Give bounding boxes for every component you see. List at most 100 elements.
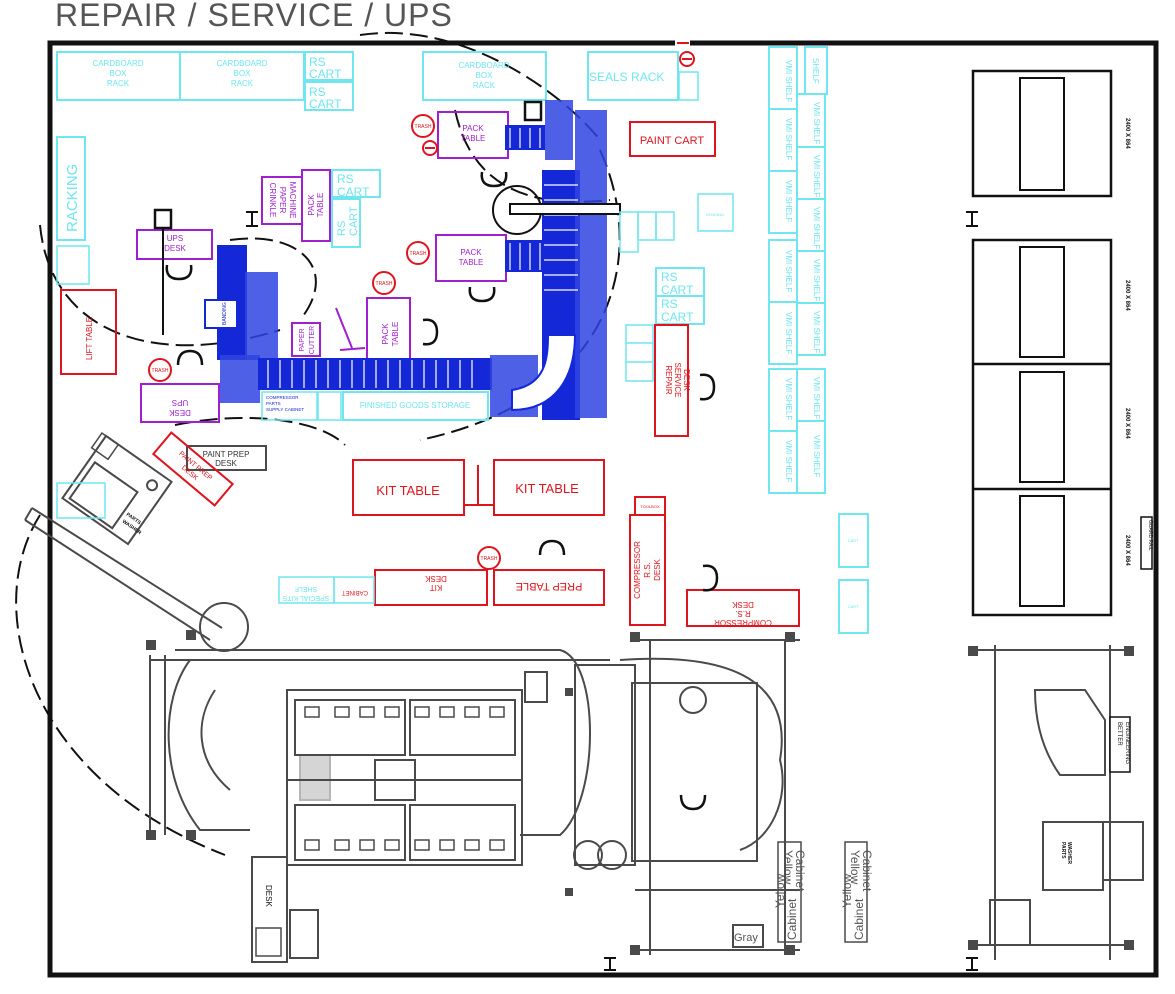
svg-text:RS: RS [661, 297, 678, 311]
svg-text:CRINKLE: CRINKLE [268, 183, 277, 218]
svg-text:CARDBOARD: CARDBOARD [216, 59, 267, 68]
building-wall [47, 40, 1159, 978]
svg-text:SUPPLY CABINET: SUPPLY CABINET [266, 407, 304, 412]
svg-text:CART: CART [309, 67, 342, 81]
svg-text:DESK: DESK [682, 369, 691, 391]
pack-table-left: PACK TABLE [301, 169, 331, 242]
svg-text:CART: CART [848, 604, 859, 609]
paint-prep-desk: PAINT PREP DESK [186, 445, 267, 471]
racking: RACKING [56, 136, 90, 285]
rack-dim-labels: 2400 X 864 2400 X 864 2400 X 864 2400 X … [1124, 118, 1130, 566]
svg-text:RS: RS [309, 85, 326, 99]
parts-washer-right-label: PARTS [1060, 842, 1066, 859]
vmi-shelf-labels: VMI SHELF SHELF VMI SHELF VMI SHELF VMI … [784, 58, 821, 482]
svg-text:CUTTER: CUTTER [309, 326, 316, 354]
svg-text:VMI SHELF: VMI SHELF [812, 435, 821, 477]
svg-text:DESK: DESK [653, 558, 662, 580]
compressor-rs-desk-horizontal: COMPRESSOR R.S. DESK [686, 589, 800, 627]
svg-text:ENGINEERING: ENGINEERING [1124, 722, 1130, 764]
washer-cyan-box [56, 482, 106, 519]
svg-text:R.S.: R.S. [643, 562, 652, 578]
svg-text:Yellow: Yellow [848, 850, 862, 885]
better-engineering: BETTER ENGINEERING [1109, 716, 1131, 773]
repair-service-desk: REPAIR SERVICE DESK [654, 324, 691, 437]
cardboard-rack-1: CARDBOARD BOX RACK [56, 51, 181, 101]
svg-text:TRASH: TRASH [410, 251, 427, 257]
paint-cart: PAINT CART [629, 121, 716, 157]
svg-text:PAINT CART: PAINT CART [640, 135, 704, 147]
svg-text:2400 X 864: 2400 X 864 [1124, 535, 1130, 566]
svg-text:DESK: DESK [164, 244, 186, 253]
svg-text:PAPER: PAPER [299, 328, 306, 351]
svg-text:PAINT PREP: PAINT PREP [203, 450, 250, 459]
desk-lower-left: DESK [255, 885, 282, 957]
svg-text:PACK: PACK [307, 194, 316, 216]
trash-labels: TRASH TRASH TRASH TRASH TRASH [152, 124, 498, 562]
swing-arcs [15, 32, 621, 856]
banding-label: BANDING [222, 302, 228, 325]
svg-text:DESK: DESK [424, 574, 446, 583]
svg-text:Gray: Gray [734, 932, 758, 944]
column-posts [146, 630, 1134, 955]
svg-text:Yellow: Yellow [781, 850, 795, 885]
svg-text:UPS: UPS [172, 398, 188, 407]
svg-text:Cabinet: Cabinet [852, 898, 866, 940]
svg-text:SEALS RACK: SEALS RACK [589, 70, 664, 84]
svg-text:2400 X 864: 2400 X 864 [1124, 408, 1130, 439]
svg-text:CARDBOARD: CARDBOARD [458, 61, 509, 70]
svg-text:KIT TABLE: KIT TABLE [515, 481, 579, 496]
svg-text:PACK: PACK [381, 323, 390, 345]
svg-text:VMI SHELF: VMI SHELF [784, 180, 793, 222]
svg-text:PREP TABLE: PREP TABLE [516, 580, 583, 592]
seals-rack: SEALS RACK [587, 51, 699, 101]
machinery-area [149, 639, 800, 963]
kit-table-right: KIT TABLE [493, 459, 605, 516]
svg-text:DESK: DESK [215, 459, 237, 468]
svg-text:RS: RS [336, 221, 348, 236]
svg-text:TABLE: TABLE [461, 134, 486, 143]
lower-right-frame [975, 645, 1144, 960]
svg-text:TRASH: TRASH [481, 556, 498, 562]
conveyor-stripes [267, 128, 578, 388]
machinery-small-boxes [304, 706, 505, 851]
no-entry-icon-2 [422, 140, 438, 156]
yellow-cabinets: Yellow Cabinet Yellow Cabinet Yellow Cab… [734, 841, 874, 944]
svg-text:BETTER: BETTER [1116, 722, 1122, 746]
svg-text:BOX: BOX [476, 71, 494, 80]
svg-text:TRASH: TRASH [152, 368, 169, 374]
svg-text:CART: CART [337, 185, 370, 199]
svg-text:SHELF: SHELF [295, 585, 318, 592]
no-entry-icon [679, 51, 695, 67]
svg-text:VMI SHELF: VMI SHELF [812, 207, 821, 249]
svg-text:VMI SHELF: VMI SHELF [812, 155, 821, 197]
svg-text:SHELF: SHELF [811, 58, 820, 84]
svg-text:VMI SHELF: VMI SHELF [812, 102, 821, 144]
svg-text:VMI SHELF: VMI SHELF [784, 440, 793, 482]
kit-table-connector [464, 465, 494, 506]
rs-cart-top: RS CART RS CART [304, 51, 354, 111]
svg-text:RS: RS [309, 55, 326, 69]
svg-text:TABLE: TABLE [459, 258, 484, 267]
svg-text:CART: CART [309, 97, 342, 111]
svg-text:VMI SHELF: VMI SHELF [784, 60, 793, 102]
svg-text:CARDBOARD: CARDBOARD [92, 59, 143, 68]
rs-cart-mid: RS CART RS CART [331, 169, 381, 248]
ups-desk-top: UPS DESK [136, 229, 213, 260]
svg-text:KIT TABLE: KIT TABLE [376, 483, 440, 498]
kit-desk: KIT DESK [374, 569, 488, 606]
kit-table-left: KIT TABLE [352, 459, 465, 516]
svg-text:RACK: RACK [473, 81, 496, 90]
svg-text:CART: CART [848, 538, 859, 543]
svg-text:SPECIAL KITS: SPECIAL KITS [282, 594, 329, 601]
banding-station [204, 299, 238, 329]
cardboard-rack-2: CARDBOARD BOX RACK [179, 51, 305, 101]
svg-text:FINISHED GOODS STORAGE: FINISHED GOODS STORAGE [360, 401, 471, 410]
svg-text:VMI SHELF: VMI SHELF [812, 311, 821, 353]
svg-text:R.S.: R.S. [735, 609, 751, 618]
svg-text:VMI SHELF: VMI SHELF [784, 118, 793, 160]
svg-text:CART: CART [661, 283, 694, 297]
svg-text:Cabinet: Cabinet [785, 898, 799, 940]
svg-text:2400 X 864: 2400 X 864 [1124, 280, 1130, 311]
svg-text:RACK: RACK [231, 79, 254, 88]
